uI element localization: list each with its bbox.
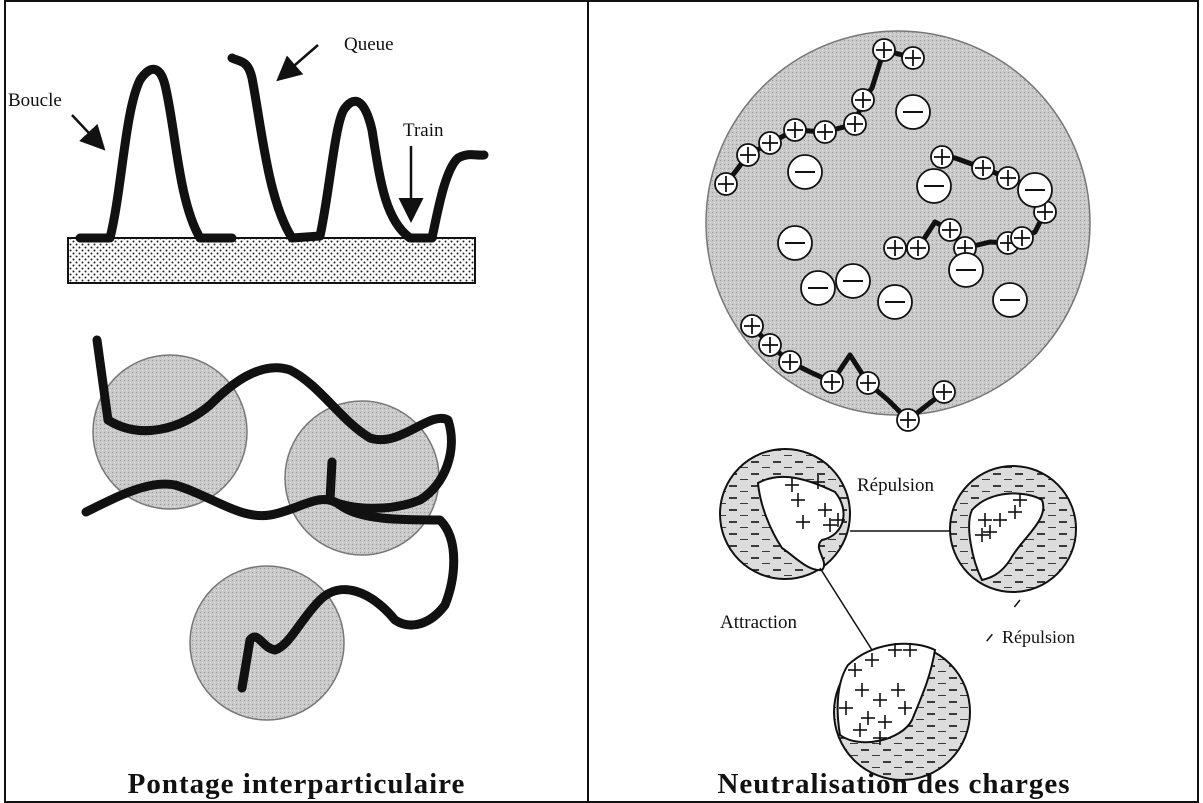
plus-charge-icon xyxy=(873,39,895,61)
minus-charge-icon xyxy=(778,226,812,260)
plus-charge-icon xyxy=(814,121,836,143)
plus-charge-icon xyxy=(844,113,866,135)
adsorbed-polymer-chain xyxy=(80,58,484,238)
plus-charge-icon xyxy=(933,381,955,403)
plus-charge-icon xyxy=(997,167,1019,189)
plus-charge-icon xyxy=(737,144,759,166)
plus-charge-icon xyxy=(897,409,919,431)
plus-charge-icon xyxy=(884,237,906,259)
plus-charge-icon xyxy=(759,334,781,356)
loop-arrow-icon xyxy=(72,115,102,147)
plus-charge-icon xyxy=(1011,227,1033,249)
repulsion-label-right: Répulsion xyxy=(1002,627,1075,647)
large-particle xyxy=(706,31,1090,415)
plus-charge-icon xyxy=(931,146,953,168)
plus-charge-icon xyxy=(784,119,806,141)
plus-charge-icon xyxy=(902,47,924,69)
plus-charge-icon xyxy=(779,351,801,373)
minus-charge-icon xyxy=(878,285,912,319)
neutralization-caption: Neutralisation des charges xyxy=(589,768,1199,801)
attraction-label: Attraction xyxy=(720,612,798,633)
plus-charge-icon xyxy=(939,219,961,241)
plus-charge-icon xyxy=(972,157,994,179)
minus-charge-icon xyxy=(788,155,822,189)
repulsion-label-top: Répulsion xyxy=(857,475,935,496)
plus-charge-icon xyxy=(857,372,879,394)
attraction-link xyxy=(820,568,872,650)
minus-charge-icon xyxy=(917,169,951,203)
plus-charge-icon xyxy=(759,132,781,154)
plus-charge-icon xyxy=(852,89,874,111)
minus-charge-icon xyxy=(949,253,983,287)
plus-charge-icon xyxy=(715,173,737,195)
tail-arrow-icon xyxy=(280,45,318,78)
plus-charge-icon xyxy=(907,237,929,259)
minus-charge-icon xyxy=(836,264,870,298)
train-label: Train xyxy=(403,120,444,141)
plus-charge-icon xyxy=(741,315,763,337)
adsorbing-surface xyxy=(68,238,475,283)
bridging-caption: Pontage interparticulaire xyxy=(4,768,589,801)
minus-charge-icon xyxy=(801,271,835,305)
loop-label: Boucle xyxy=(8,90,62,111)
minus-charge-icon xyxy=(993,283,1027,317)
minus-charge-icon xyxy=(896,95,930,129)
plus-charge-icon xyxy=(821,371,843,393)
tail-label: Queue xyxy=(344,34,394,55)
minus-charge-icon xyxy=(1018,173,1052,207)
